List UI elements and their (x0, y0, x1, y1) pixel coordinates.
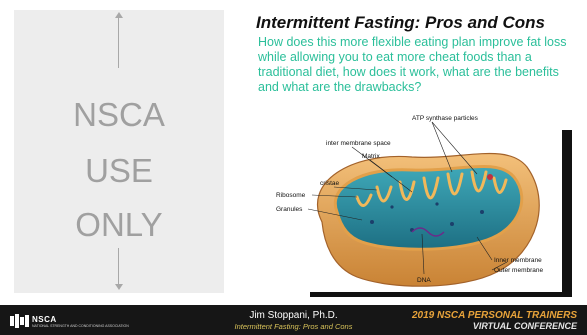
label-atp: ATP synthase particles (412, 115, 479, 122)
arrow-up-icon (115, 12, 123, 18)
label-outer-membrane: Outer membrane (494, 267, 544, 274)
footer-bar: NSCA NATIONAL STRENGTH AND CONDITIONING … (0, 305, 587, 335)
watermark-line-1: NSCA (14, 98, 224, 131)
watermark-line-3: ONLY (14, 208, 224, 241)
arrow-up-line (118, 16, 119, 68)
granule-red (487, 174, 493, 180)
slide-title: Intermittent Fasting: Pros and Cons (256, 13, 582, 33)
label-granules: Granules (276, 206, 303, 213)
slide-subtitle: How does this more flexible eating plan … (258, 35, 578, 95)
watermark-line-2: USE (14, 154, 224, 187)
mitochondrion-illustration: ATP synthase particles inter membrane sp… (262, 112, 571, 292)
label-matrix: Matrix (362, 153, 380, 160)
label-dna: DNA (417, 277, 431, 284)
label-ribosome: Ribosome (276, 192, 306, 199)
label-inner-membrane: Inner membrane (494, 257, 542, 264)
label-inter-membrane: inter membrane space (326, 140, 391, 147)
label-cristae: cristae (320, 180, 340, 187)
conference-line-1: 2019 NSCA PERSONAL TRAINERS (412, 310, 577, 321)
watermark-panel: NSCA USE ONLY (14, 10, 224, 293)
arrow-down-icon (115, 284, 123, 290)
conference-line-2: VIRTUAL CONFERENCE (473, 321, 577, 331)
arrow-down-line (118, 248, 119, 288)
